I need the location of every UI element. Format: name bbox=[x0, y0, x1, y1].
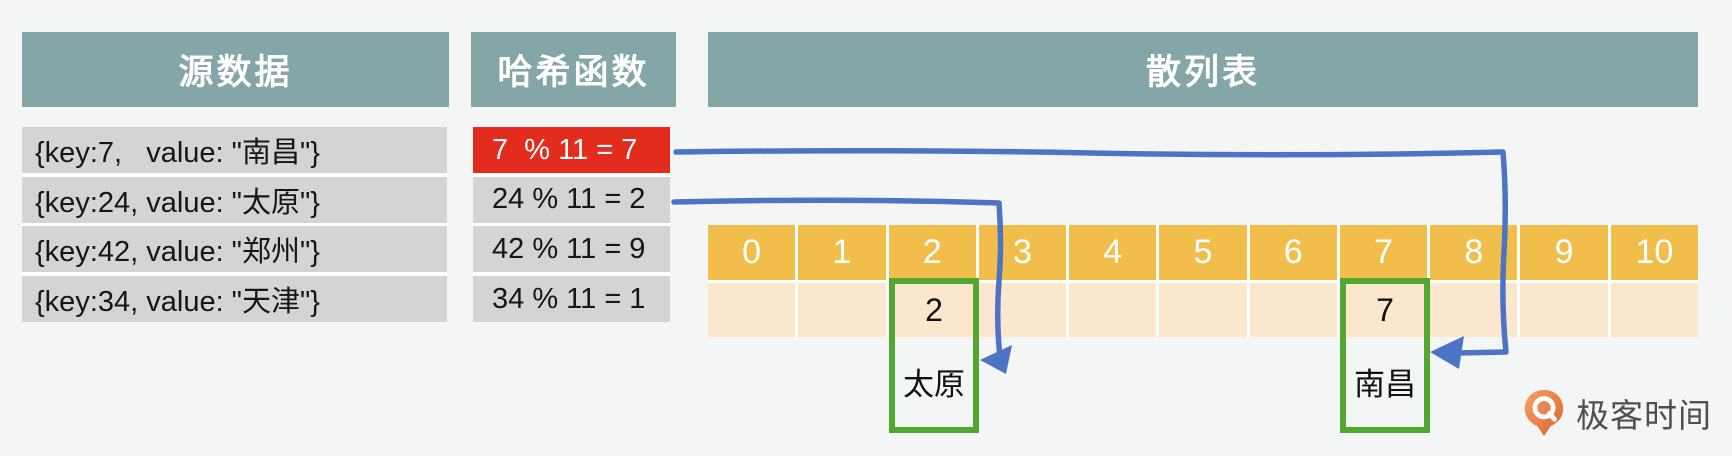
index-cell: 10 bbox=[1610, 225, 1698, 280]
source-row-tianjin: {key:34, value: "天津"} bbox=[22, 276, 447, 323]
slot-cell-4 bbox=[1069, 283, 1157, 337]
entry-city-name: 南昌 bbox=[1354, 367, 1416, 402]
hash-row-42: 42 % 11 = 9 bbox=[473, 226, 670, 273]
hash-row-24: 24 % 11 = 2 bbox=[473, 176, 670, 223]
index-cell: 3 bbox=[978, 225, 1067, 280]
index-cell: 4 bbox=[1069, 225, 1157, 280]
source-data-list: {key:7, value: "南昌"} {key:24, value: "太原… bbox=[22, 127, 447, 323]
entry-city-name: 太原 bbox=[903, 367, 965, 402]
geektime-pin-icon bbox=[1524, 389, 1564, 437]
slot-cell-0 bbox=[708, 283, 796, 337]
source-data-header: 源数据 bbox=[22, 32, 449, 107]
slot-cell-3 bbox=[978, 283, 1067, 337]
slot-cell-8 bbox=[1430, 283, 1518, 337]
index-cell: 1 bbox=[798, 225, 886, 280]
hash-function-list: 7 % 11 = 7 24 % 11 = 2 42 % 11 = 9 34 % … bbox=[473, 127, 670, 323]
index-cell: 8 bbox=[1430, 225, 1518, 280]
arrowhead-slot-2 bbox=[980, 345, 1012, 374]
arrowhead-slot-7 bbox=[1430, 336, 1464, 369]
hash-table-slot-row bbox=[708, 283, 1698, 337]
index-cell: 7 bbox=[1339, 225, 1428, 280]
hash-table-header-label: 散列表 bbox=[1145, 53, 1260, 92]
source-data-header-label: 源数据 bbox=[178, 53, 293, 92]
hash-table-header: 散列表 bbox=[708, 32, 1698, 107]
hash-table-index-row: 0 1 2 3 4 5 6 7 8 9 10 bbox=[708, 225, 1698, 280]
index-cell: 6 bbox=[1249, 225, 1337, 280]
slot-cell-5 bbox=[1159, 283, 1247, 337]
index-cell: 9 bbox=[1520, 225, 1608, 280]
slot-cell-9 bbox=[1520, 283, 1608, 337]
hash-table-array: 0 1 2 3 4 5 6 7 8 9 10 bbox=[708, 225, 1698, 337]
index-cell: 0 bbox=[708, 225, 796, 280]
slot-cell-10 bbox=[1610, 283, 1698, 337]
slot-cell-6 bbox=[1249, 283, 1337, 337]
slot-cell-1 bbox=[798, 283, 886, 337]
geektime-logo-text: 极客时间 bbox=[1576, 397, 1712, 434]
source-row-nanchang: {key:7, value: "南昌"} bbox=[22, 127, 447, 173]
index-cell: 2 bbox=[888, 225, 976, 280]
entry-slot-number: 7 bbox=[1376, 292, 1394, 328]
hash-function-header-label: 哈希函数 bbox=[497, 53, 650, 92]
hash-row-7: 7 % 11 = 7 bbox=[473, 127, 670, 173]
hash-function-header: 哈希函数 bbox=[471, 32, 676, 107]
index-cell: 5 bbox=[1159, 225, 1247, 280]
hash-row-34: 34 % 11 = 1 bbox=[473, 276, 670, 323]
source-row-taiyuan: {key:24, value: "太原"} bbox=[22, 176, 447, 223]
entry-box-slot-2: 2 太原 bbox=[889, 278, 979, 433]
source-row-zhengzhou: {key:42, value: "郑州"} bbox=[22, 226, 447, 273]
entry-slot-number: 2 bbox=[925, 292, 943, 328]
geektime-logo: 极客时间 bbox=[1522, 388, 1712, 438]
entry-box-slot-7: 7 南昌 bbox=[1340, 278, 1430, 433]
